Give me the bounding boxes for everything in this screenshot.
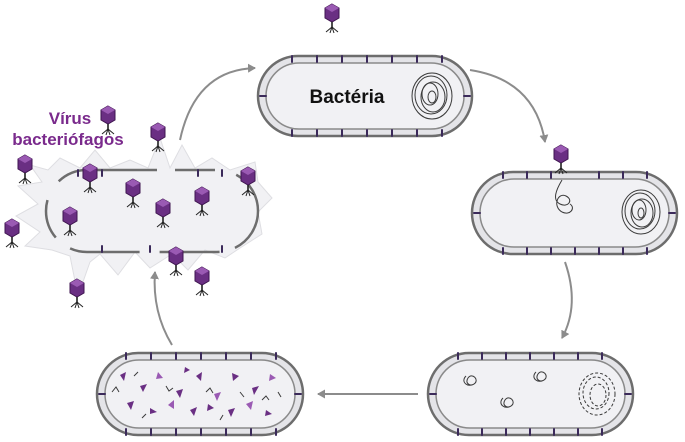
arrow-to-infection	[469, 69, 549, 143]
viral-capsid-fragments-icon	[120, 367, 276, 417]
ruptured-membrane	[44, 168, 260, 254]
arrow-to-lysis	[149, 271, 173, 346]
fragmented-bacterial-dna-icon	[578, 372, 616, 416]
arrow-to-top-bacteria	[179, 63, 256, 141]
phage-icon	[17, 154, 33, 185]
cycle-arrows	[149, 63, 573, 399]
phage-icon	[168, 246, 184, 277]
bacteria-stage-4	[95, 351, 305, 437]
phage-tail-fragments-icon	[111, 371, 282, 421]
phage-icon	[69, 278, 85, 309]
viral-dna-copies-icon	[463, 371, 547, 408]
lysis-burst-shape	[15, 136, 273, 298]
bacterial-dna-icon	[411, 72, 453, 120]
phage-icon	[194, 266, 210, 297]
bacteria-stage-2	[470, 144, 679, 256]
virus-label-line-2: bacteriófagos	[12, 130, 123, 149]
virus-label: Vírus bacteriófagos	[12, 109, 123, 149]
bacteria-label: Bactéria	[310, 87, 385, 108]
approaching-phage-icon	[324, 3, 340, 34]
bacteria-stage-1: Bactéria	[256, 3, 474, 138]
arrow-to-replication	[561, 261, 573, 339]
attached-phage-icon	[553, 144, 569, 175]
phage-icon	[4, 218, 20, 249]
virus-label-line-1: Vírus	[49, 109, 92, 128]
bacterial-dna-icon	[621, 189, 661, 235]
bacteria-receptor-spikes	[259, 55, 471, 137]
bacteria-stage-5-lysis	[4, 105, 273, 309]
bacteria-stage-3	[426, 351, 635, 437]
injected-viral-dna-icon	[555, 179, 573, 214]
